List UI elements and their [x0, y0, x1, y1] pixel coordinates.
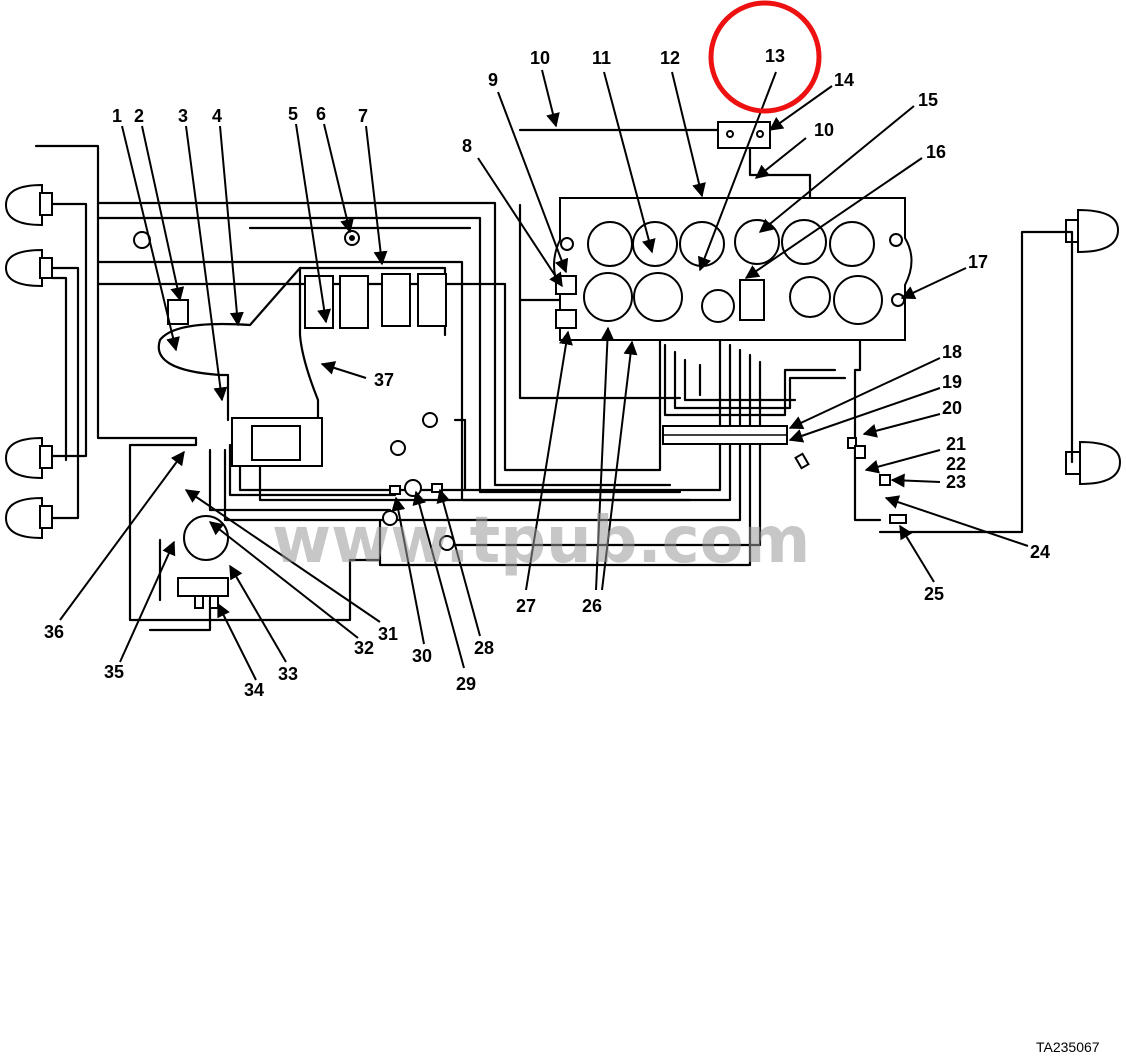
callout-29: 29	[456, 674, 476, 694]
callout-12: 12	[660, 48, 680, 68]
callout-18: 18	[942, 342, 962, 362]
callout-30: 30	[412, 646, 432, 666]
right-front-lamp	[1065, 208, 1120, 254]
callout-6: 6	[316, 104, 326, 124]
right-lamps	[878, 208, 1122, 534]
callout-28: 28	[474, 638, 494, 658]
callout-21: 21	[946, 434, 966, 454]
callout-16: 16	[926, 142, 946, 162]
right-rear-lamp	[1065, 440, 1122, 486]
callout-32: 32	[354, 638, 374, 658]
callout-19: 19	[942, 372, 962, 392]
instrument-panel	[553, 121, 913, 341]
right-components	[794, 437, 907, 524]
main-harness	[96, 128, 882, 632]
leader-lines	[59, 69, 1029, 681]
left-rear-lamp-lower	[4, 496, 53, 540]
callout-3: 3	[178, 106, 188, 126]
callout-1: 1	[112, 106, 122, 126]
callout-17: 17	[968, 252, 988, 272]
callout-27: 27	[516, 596, 536, 616]
callout-33: 33	[278, 664, 298, 684]
figure-id: TA235067	[1036, 1039, 1100, 1055]
left-components	[133, 230, 455, 609]
callout-10-right: 10	[814, 120, 834, 140]
callout-5: 5	[288, 104, 298, 124]
callout-7: 7	[358, 106, 368, 126]
callout-14: 14	[834, 70, 854, 90]
callout-36: 36	[44, 622, 64, 642]
callout-26: 26	[582, 596, 602, 616]
callout-4: 4	[212, 106, 222, 126]
callout-20: 20	[942, 398, 962, 418]
callout-37: 37	[374, 370, 394, 390]
callout-2: 2	[134, 106, 144, 126]
callout-8: 8	[462, 136, 472, 156]
callout-10-top: 10	[530, 48, 550, 68]
callout-9: 9	[488, 70, 498, 90]
callout-25: 25	[924, 584, 944, 604]
left-front-lamp-upper	[4, 183, 53, 227]
left-front-lamp-lower	[4, 248, 53, 288]
watermark: www.tpub.com	[272, 504, 810, 578]
left-lamps	[4, 144, 198, 540]
callout-11: 11	[592, 48, 611, 68]
callout-13: 13	[765, 46, 785, 66]
callout-31: 31	[378, 624, 398, 644]
callout-13-highlight-circle	[708, 0, 822, 114]
callout-23: 23	[946, 472, 966, 492]
callout-35: 35	[104, 662, 124, 682]
callout-labels: 1 2 3 4 5 6 7 8 9 10 11 12 13 14 10 15 1…	[44, 46, 1050, 700]
callout-22: 22	[946, 454, 966, 474]
callout-34: 34	[244, 680, 264, 700]
left-rear-lamp-upper	[4, 436, 53, 480]
callout-24: 24	[1030, 542, 1050, 562]
callout-15: 15	[918, 90, 938, 110]
